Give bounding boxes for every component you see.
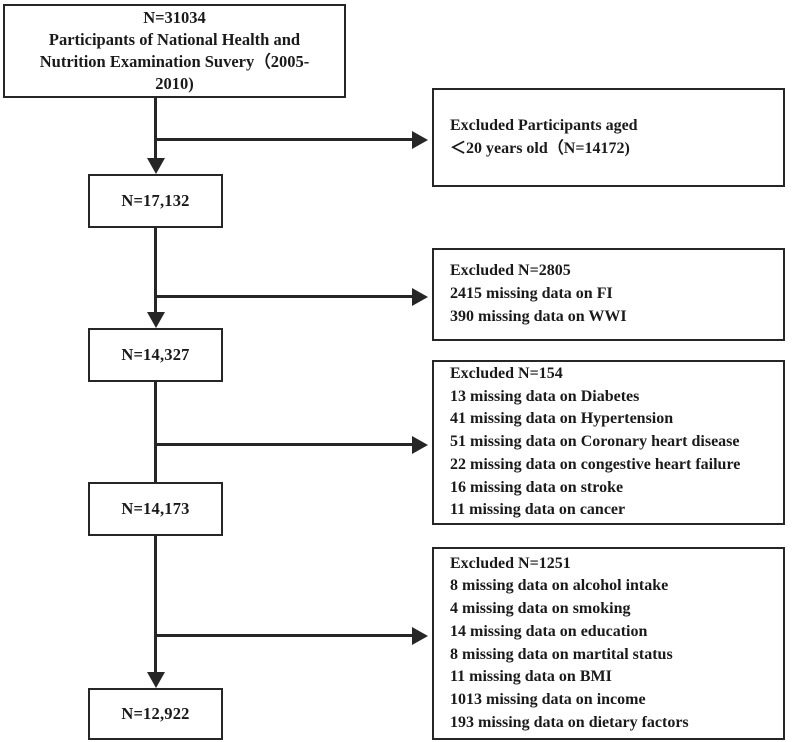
excluded-box-comorbidity: Excluded N=154 13 missing data on Diabet… [432,360,785,525]
excluded-line: 51 missing data on Coronary heart diseas… [450,433,740,451]
excluded-line: 41 missing data on Hypertension [450,410,674,428]
excluded-line: 11 missing data on cancer [450,501,626,519]
arrowhead-right-exclusion-1 [412,130,428,149]
excluded-line: 390 missing data on WWI [450,307,627,325]
excluded-line: 2415 missing data on FI [450,285,613,303]
excluded-line: Excluded N=1251 [450,554,571,572]
excluded-box-age: Excluded Participants aged ＜20 years old… [432,88,785,187]
excluded-line: 22 missing data on congestive heart fail… [450,455,741,473]
excluded-line: Excluded N=2805 [450,262,571,280]
excluded-line: 13 missing data on Diabetes [450,387,640,405]
excluded-box-covariates: Excluded N=1251 8 missing data on alcoho… [432,547,785,740]
source-line-4: 2010) [155,73,194,93]
arrowhead-right-exclusion-4 [412,626,428,645]
connector-source-to-box1 [154,98,157,160]
arrowhead-down-to-box4 [146,672,165,688]
excluded-line: 1013 missing data on income [450,690,646,708]
count-box-14173: N=14,173 [88,482,223,536]
count-box-17132: N=17,132 [88,174,223,228]
excluded-line: ＜20 years old（N=14172) [450,139,630,157]
count-box-label: N=14,173 [121,499,190,518]
arrowhead-down-to-box2 [146,312,165,328]
source-line-1: N=31034 [143,8,206,28]
count-box-12922: N=12,922 [88,688,223,740]
excluded-box-fi-wwi: Excluded N=2805 2415 missing data on FI … [432,248,785,341]
excluded-line: Excluded N=154 [450,364,563,382]
source-line-2: Participants of National Health and [48,30,301,50]
excluded-line: 8 missing data on martital status [450,645,673,663]
arrowhead-down-to-box1 [146,158,165,174]
source-population-box: N=31034 Participants of National Health … [3,4,346,98]
count-box-label: N=17,132 [121,191,190,210]
count-box-label: N=14,327 [121,345,190,364]
branch-line-exclusion-1 [154,138,414,141]
branch-line-exclusion-2 [154,295,414,298]
arrowhead-right-exclusion-3 [412,435,428,454]
branch-line-exclusion-3 [154,443,414,446]
connector-box3-to-box4 [154,536,157,678]
excluded-line: Excluded Participants aged [450,116,638,134]
connector-box2-to-box3 [154,382,157,492]
excluded-line: 14 missing data on education [450,622,648,640]
count-box-label: N=12,922 [121,704,190,723]
connector-box1-to-box2 [154,228,157,314]
excluded-line: 8 missing data on alcohol intake [450,577,669,595]
excluded-line: 4 missing data on smoking [450,600,631,618]
arrowhead-right-exclusion-2 [412,287,428,306]
excluded-line: 11 missing data on BMI [450,668,612,686]
branch-line-exclusion-4 [154,634,414,637]
excluded-line: 193 missing data on dietary factors [450,713,689,731]
excluded-line: 16 missing data on stroke [450,478,624,496]
count-box-14327: N=14,327 [88,328,223,382]
source-line-3: Nutrition Examination Suvery（2005- [39,52,310,71]
